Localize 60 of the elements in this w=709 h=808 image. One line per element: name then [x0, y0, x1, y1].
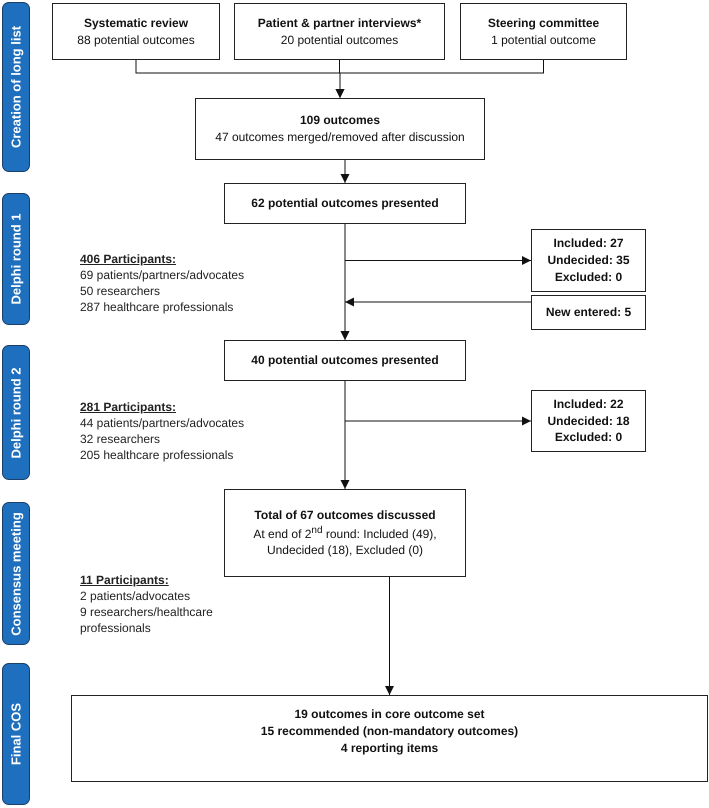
phase-band: [2, 2, 30, 172]
box-text: Excluded: 0: [554, 268, 622, 286]
box-heading: Steering committee: [488, 14, 600, 32]
participant-group: 9 researchers/healthcare professionals: [80, 605, 230, 636]
box-text: Undecided: 18: [547, 412, 630, 430]
participants-heading: 281 Participants:: [80, 400, 176, 416]
process-box: [234, 3, 445, 60]
process-box: [531, 229, 646, 292]
phase-label: Delphi round 1: [8, 214, 24, 304]
phase-label: Creation of long list: [8, 26, 24, 148]
phase-label: Delphi round 2: [8, 367, 24, 458]
arrow: [385, 576, 394, 696]
arrow: [340, 160, 350, 184]
process-box: [71, 695, 708, 782]
arrow: [340, 298, 532, 340]
box-heading: Included: 27: [553, 235, 624, 252]
box-text: 15 recommended (non-mandatory outcomes): [260, 722, 518, 740]
process-box: [224, 340, 466, 381]
box-heading: 62 potential outcomes presented: [251, 195, 439, 212]
process-box: [531, 390, 646, 452]
process-box: [195, 98, 485, 160]
phase-band: [2, 663, 30, 805]
box-heading: Included: 22: [553, 396, 624, 413]
box-heading: New entered: 5: [546, 304, 632, 321]
box-heading: 40 potential outcomes presented: [251, 352, 439, 369]
box-heading: Patient & partner interviews*: [258, 14, 422, 32]
phase-band: [2, 345, 30, 480]
box-text: 1 potential outcome: [491, 32, 596, 48]
process-box: [460, 3, 627, 60]
box-heading: Total of 67 outcomes discussed: [254, 506, 436, 524]
phase-band: [2, 502, 30, 645]
process-box: [531, 295, 646, 330]
participant-group: 69 patients/partners/advocates: [80, 268, 244, 284]
phase-label: Consensus meeting: [8, 512, 24, 636]
box-text: Excluded: 0: [554, 429, 622, 446]
phase-band: [2, 193, 30, 325]
box-text: 88 potential outcomes: [77, 32, 195, 48]
box-text: Undecided: 35: [547, 252, 630, 269]
box-text: At end of 2$^{nd}$ round: Included (49), Undecided (18), Excluded (0): [253, 524, 437, 560]
participant-group: 44 patients/partners/advocates: [80, 416, 244, 432]
participant-group: 287 healthcare professionals: [80, 300, 234, 316]
process-box: [224, 183, 466, 224]
participants-heading: 11 Participants:: [80, 573, 169, 589]
arrow: [344, 380, 532, 426]
box-text: 47 outcomes merged/removed after discussion: [215, 129, 465, 146]
arrow: [344, 224, 532, 265]
box-text: 20 potential outcomes: [280, 32, 398, 48]
participant-group: 2 patients/advocates: [80, 589, 190, 605]
participant-group: 205 healthcare professionals: [80, 448, 234, 464]
process-box: [224, 489, 466, 577]
process-box: [52, 3, 220, 60]
box-heading: 19 outcomes in core outcome set: [294, 706, 485, 723]
box-text: 4 reporting items: [340, 740, 438, 756]
box-heading: Systematic review: [84, 14, 188, 32]
participants-heading: 406 Participants:: [80, 252, 176, 268]
box-heading: 109 outcomes: [300, 112, 380, 129]
participant-group: 32 researchers: [80, 432, 160, 448]
phase-label: Final COS: [8, 702, 24, 766]
arrow: [336, 60, 544, 98]
participant-group: 50 researchers: [80, 284, 160, 300]
